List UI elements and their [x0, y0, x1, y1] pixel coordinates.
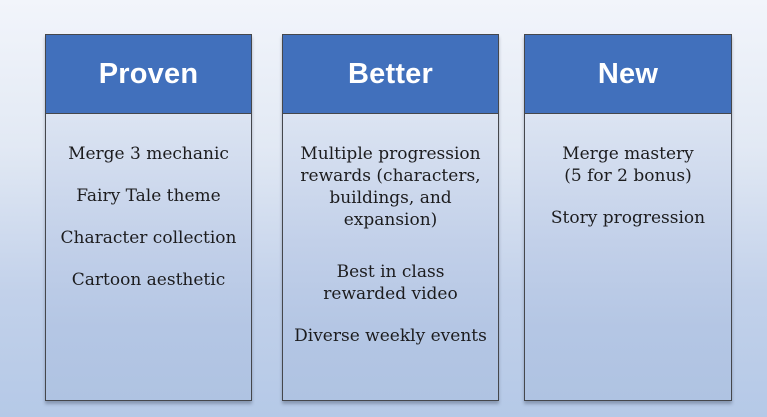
- feature-item: Merge mastery (5 for 2 bonus): [562, 144, 694, 186]
- feature-item: Multiple progression rewards (characters…: [300, 144, 481, 230]
- column-card-new: New Merge mastery (5 for 2 bonus) Story …: [524, 34, 732, 401]
- feature-item: Best in class rewarded video: [323, 262, 458, 304]
- column-header-proven: Proven: [46, 35, 251, 114]
- column-header-new: New: [525, 35, 731, 114]
- column-card-proven: Proven Merge 3 mechanic Fairy Tale theme…: [45, 34, 252, 401]
- feature-item: Cartoon aesthetic: [71, 270, 226, 290]
- column-body-better: Multiple progression rewards (characters…: [283, 114, 498, 400]
- column-body-proven: Merge 3 mechanic Fairy Tale theme Charac…: [46, 114, 251, 400]
- column-body-new: Merge mastery (5 for 2 bonus) Story prog…: [525, 114, 731, 400]
- feature-item: Character collection: [60, 228, 237, 248]
- feature-item: Merge 3 mechanic: [68, 144, 229, 164]
- column-card-better: Better Multiple progression rewards (cha…: [282, 34, 499, 401]
- feature-item: Diverse weekly events: [294, 326, 487, 346]
- feature-item: Story progression: [550, 208, 706, 228]
- feature-item: Fairy Tale theme: [76, 186, 221, 206]
- column-header-better: Better: [283, 35, 498, 114]
